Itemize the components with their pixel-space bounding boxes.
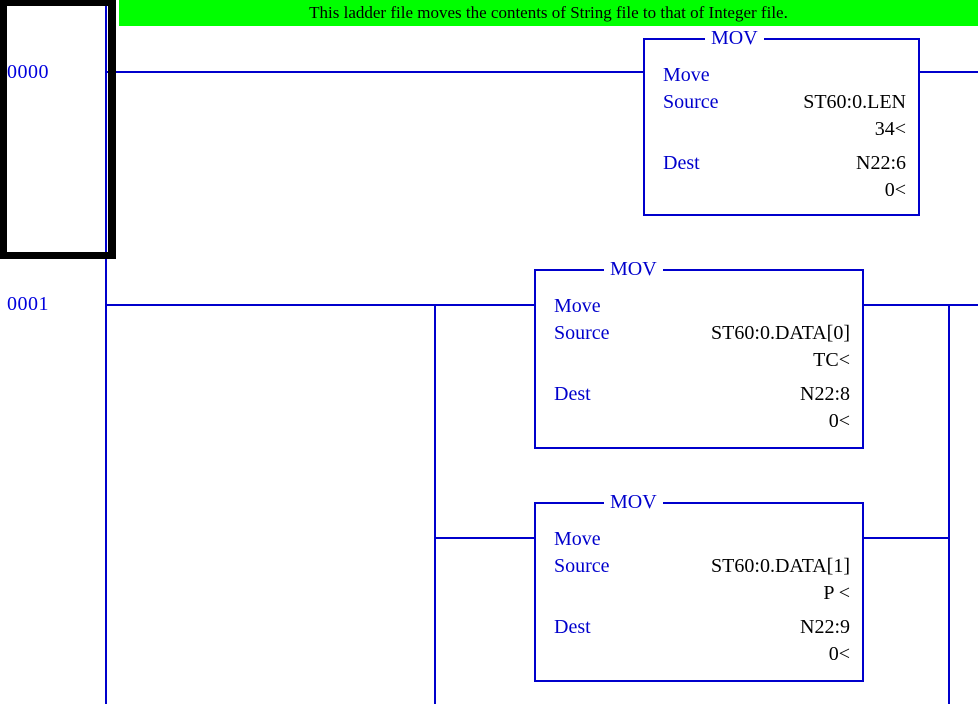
mov-source-row: Source ST60:0.DATA[1] [554, 553, 850, 580]
mov-dest-value-row: 0< [663, 177, 906, 204]
mov-block-body: Move Source ST60:0.DATA[1] P < Dest N22:… [536, 504, 862, 680]
mov-instruction-block-0[interactable]: MOV Move Source ST60:0.LEN 34< Dest N22:… [643, 27, 920, 216]
mov-instruction-block-2[interactable]: MOV Move Source ST60:0.DATA[1] P < Dest … [534, 491, 864, 682]
mov-source-value: P < [823, 582, 850, 604]
rung-0001-branch-vertical-left [434, 304, 436, 704]
mov-dest-value-row: 0< [554, 641, 850, 668]
left-power-rail-upper [105, 0, 107, 259]
mov-name-label: Move [554, 528, 601, 550]
mov-source-value-row: 34< [663, 116, 906, 143]
mov-source-row: Source ST60:0.LEN [663, 89, 906, 116]
mov-source-operand[interactable]: ST60:0.DATA[0] [711, 322, 850, 344]
mov-mnemonic-label: MOV [604, 258, 663, 280]
mov-dest-row: Dest N22:9 [554, 614, 850, 641]
mov-source-label: Source [554, 322, 610, 344]
rung-0001-branch2-wire-right [862, 537, 950, 539]
mov-dest-operand[interactable]: N22:9 [800, 616, 850, 638]
mov-dest-row: Dest N22:6 [663, 150, 906, 177]
mov-source-operand[interactable]: ST60:0.LEN [803, 91, 906, 113]
rung-comment-banner[interactable]: This ladder file moves the contents of S… [119, 0, 978, 26]
rung-0001-branch1-wire-left [434, 304, 536, 306]
rung-0001-wire-right [948, 304, 978, 306]
mov-name-row: Move [554, 293, 850, 320]
mov-dest-value: 0< [828, 643, 850, 665]
mov-source-value-row: P < [554, 580, 850, 607]
mov-instruction-block-1[interactable]: MOV Move Source ST60:0.DATA[0] TC< Dest … [534, 258, 864, 449]
mov-source-value: TC< [813, 349, 850, 371]
mov-source-row: Source ST60:0.DATA[0] [554, 320, 850, 347]
mov-mnemonic-label: MOV [705, 27, 764, 49]
rung-selection-outline [0, 0, 116, 259]
mov-dest-value-row: 0< [554, 408, 850, 435]
mov-name-row: Move [663, 62, 906, 89]
mov-dest-label: Dest [554, 616, 591, 638]
mov-block-body: Move Source ST60:0.DATA[0] TC< Dest N22:… [536, 271, 862, 447]
mov-source-value: 34< [874, 118, 906, 140]
mov-name-row: Move [554, 526, 850, 553]
rung-0001-wire-left [105, 304, 436, 306]
mov-source-operand[interactable]: ST60:0.DATA[1] [711, 555, 850, 577]
mov-dest-row: Dest N22:8 [554, 381, 850, 408]
mov-name-label: Move [554, 295, 601, 317]
mov-name-label: Move [663, 64, 710, 86]
rung-0001-branch2-wire-left [434, 537, 536, 539]
mov-source-value-row: TC< [554, 347, 850, 374]
mov-mnemonic-label: MOV [604, 491, 663, 513]
mov-dest-value: 0< [884, 179, 906, 201]
mov-source-label: Source [554, 555, 610, 577]
mov-dest-label: Dest [554, 383, 591, 405]
left-power-rail-lower [105, 259, 107, 704]
mov-dest-value: 0< [828, 410, 850, 432]
rung-0000-wire-left [105, 71, 645, 73]
rung-0001-branch1-wire-right [862, 304, 950, 306]
rung-number-0001[interactable]: 0001 [7, 293, 49, 315]
rung-0001-branch-vertical-right [948, 304, 950, 704]
mov-dest-operand[interactable]: N22:8 [800, 383, 850, 405]
rung-0000-wire-right [918, 71, 978, 73]
mov-block-body: Move Source ST60:0.LEN 34< Dest N22:6 0< [645, 40, 918, 214]
mov-dest-operand[interactable]: N22:6 [856, 152, 906, 174]
mov-dest-label: Dest [663, 152, 700, 174]
rung-number-0000[interactable]: 0000 [7, 61, 49, 83]
mov-source-label: Source [663, 91, 719, 113]
